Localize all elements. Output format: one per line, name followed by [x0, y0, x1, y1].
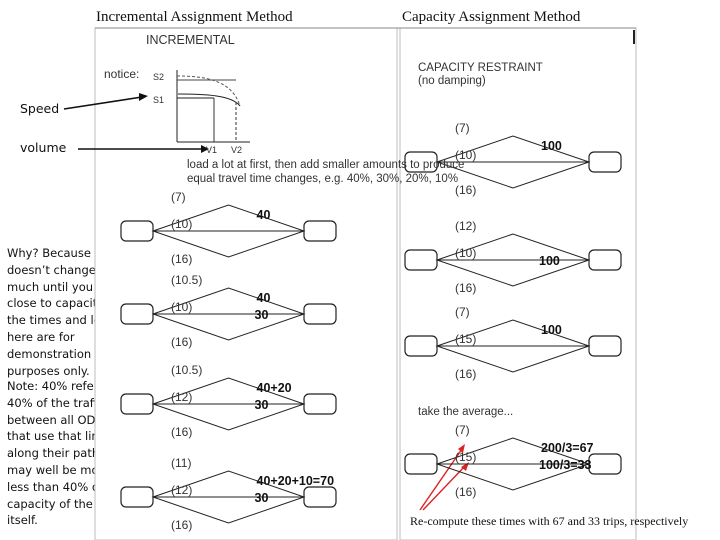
instruction-line-1: load a lot at first, then add smaller am… [187, 159, 465, 171]
capacity-network-3-origin-node [404, 335, 438, 357]
percent-note: Note: 40% refers to 40% of the traffic b… [7, 379, 128, 528]
incremental-network-2-time-1: (10.5) [171, 273, 202, 287]
incremental-network-3: (10.5) (12) (16) 40+20 30 [120, 363, 337, 439]
average-network: (7) (15) (16) 200/3=67 100/3=33 [404, 423, 622, 499]
capacity-network-2: (12) (10) (16) 100 [404, 219, 622, 295]
capacity-network-2-time-3: (16) [455, 281, 476, 295]
incremental-network-3-time-1: (10.5) [171, 363, 202, 377]
graph-label-s2: S2 [153, 72, 165, 82]
incremental-network-1-dest-node [303, 220, 337, 242]
incremental-network-4-dest-node [303, 486, 337, 508]
graph-label-v2: V2 [231, 145, 243, 155]
incremental-network-1-time-1: (7) [171, 190, 186, 204]
incremental-network-2-origin-node [120, 303, 154, 325]
incremental-network-3-time-3: (16) [171, 425, 192, 439]
average-network-origin-node [404, 453, 438, 475]
graph-curve [177, 93, 241, 107]
incremental-network-3-dest-node [303, 393, 337, 415]
notice-label: notice: [104, 67, 140, 81]
volume-callout-label: volume [20, 140, 67, 155]
incremental-network-1-origin-node [120, 220, 154, 242]
average-label: take the average... [418, 406, 514, 418]
capacity-network-2-time-2: (10) [455, 246, 476, 260]
capacity-network-3-time-3: (16) [455, 367, 476, 381]
incremental-network-2-dest-node [303, 303, 337, 325]
volume-arrow [78, 145, 209, 153]
capacity-network-1-time-1: (7) [455, 121, 470, 135]
instruction-line-2: equal travel time changes, e.g. 40%, 30%… [187, 173, 459, 185]
incremental-network-3-flow-top: 40+20 [257, 381, 292, 395]
incremental-network-4-flow-top: 40+20+10=70 [257, 474, 335, 488]
incremental-network-4-time-3: (16) [171, 518, 192, 532]
average-network-dest-node [588, 453, 622, 475]
capacity-network-1-time-2: (10) [455, 148, 476, 162]
right-heading: Capacity Assignment Method [402, 9, 581, 25]
incremental-network-2: (10.5) (10) (16) 40 30 [120, 273, 337, 349]
capacity-network-3-time-1: (7) [455, 305, 470, 319]
average-network-time-2: (15) [455, 450, 476, 464]
average-network-time-3: (16) [455, 485, 476, 499]
capacity-network-2-time-1: (12) [455, 219, 476, 233]
incremental-network-1: (7) (10) (16) 40 [120, 190, 337, 266]
incremental-network-4: (11) (12) (16) 40+20+10=70 30 [120, 456, 337, 532]
incremental-panel-frame [94, 27, 398, 540]
incremental-network-4-flow-mid: 30 [255, 491, 269, 505]
capacity-network-3-flow-top: 100 [541, 323, 562, 337]
capacity-network-2-origin-node [404, 249, 438, 271]
speed-arrow [63, 93, 148, 110]
incremental-network-4-time-1: (11) [171, 456, 191, 470]
capacity-title: CAPACITY RESTRAINT [418, 62, 543, 74]
network-diagrams: (7) (10) (16) 40 (10.5) (10) (16) 40 30 (10.5) (12… [120, 121, 622, 532]
incremental-network-2-flow-mid: 30 [255, 308, 269, 322]
capacity-network-3: (7) (15) (16) 100 [404, 305, 622, 381]
incremental-network-4-time-2: (12) [171, 483, 192, 497]
incremental-title: INCREMENTAL [146, 33, 235, 47]
capacity-network-3-time-2: (15) [455, 332, 476, 346]
average-network-flow-mid: 100/3=33 [539, 458, 592, 472]
why-note: Why? Because speed doesn’t change much u… [7, 246, 130, 378]
incremental-network-1-time-2: (10) [171, 217, 192, 231]
graph-curve-dashed [176, 75, 241, 107]
incremental-network-1-flow-top: 40 [257, 208, 271, 222]
capacity-network-2-flow-mid: 100 [539, 254, 560, 268]
capacity-network-2-dest-node [588, 249, 622, 271]
speed-callout-label: Speed [20, 101, 60, 116]
incremental-network-3-origin-node [120, 393, 154, 415]
recompute-caption: Re-compute these times with 67 and 33 tr… [410, 514, 689, 528]
incremental-network-4-origin-node [120, 486, 154, 508]
average-network-time-1: (7) [455, 423, 470, 437]
capacity-network-3-dest-node [588, 335, 622, 357]
incremental-network-1-time-3: (16) [171, 252, 192, 266]
incremental-network-3-time-2: (12) [171, 390, 192, 404]
capacity-network-1-flow-top: 100 [541, 139, 562, 153]
graph-label-v1: V1 [206, 145, 218, 155]
left-heading: Incremental Assignment Method [96, 9, 293, 25]
capacity-subtitle: (no damping) [418, 75, 486, 87]
average-network-flow-top: 200/3=67 [541, 441, 594, 455]
capacity-network-1-time-3: (16) [455, 183, 476, 197]
incremental-network-2-time-3: (16) [171, 335, 192, 349]
capacity-network-1: (7) (10) (16) 100 [404, 121, 622, 197]
incremental-network-3-flow-mid: 30 [255, 398, 269, 412]
speed-volume-graph [176, 70, 250, 143]
incremental-network-2-time-2: (10) [171, 300, 192, 314]
capacity-network-1-dest-node [588, 151, 622, 173]
graph-label-s1: S1 [153, 95, 165, 105]
incremental-network-2-flow-top: 40 [257, 291, 271, 305]
